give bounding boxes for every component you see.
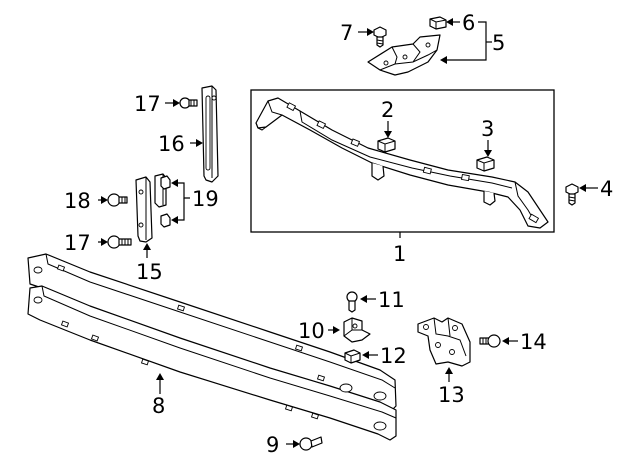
bar-part-8 (27, 253, 397, 441)
beam-part-1 (255, 97, 549, 229)
bolt-part-17-lower (107, 235, 132, 249)
callout-labels: 7 6 5 2 3 4 1 17 16 19 18 17 15 8 9 11 1… (64, 11, 613, 457)
clip-nut-part-12 (344, 349, 361, 364)
callout-17-lower: 17 (64, 231, 91, 255)
clip-nut-part-3 (476, 156, 495, 172)
callout-9: 9 (266, 433, 279, 457)
callout-16: 16 (158, 132, 185, 156)
bolt-part-18 (107, 193, 128, 207)
callout-7: 7 (340, 21, 353, 45)
clip-nut-part-2 (377, 137, 396, 153)
callout-12: 12 (380, 344, 407, 368)
callout-4: 4 (600, 177, 613, 201)
callout-1: 1 (393, 242, 406, 266)
callout-10: 10 (298, 319, 325, 343)
callout-3: 3 (481, 117, 494, 141)
bolt-part-14 (479, 334, 501, 348)
callout-2: 2 (381, 98, 394, 122)
bracket-part-15 (135, 176, 153, 243)
bracket-part-16 (201, 85, 219, 183)
leader-lines (98, 18, 598, 448)
callout-14: 14 (520, 330, 547, 354)
bracket-part-13 (417, 317, 471, 367)
callout-13: 13 (438, 383, 465, 407)
callout-5: 5 (492, 31, 505, 55)
clip-nut-part-6 (429, 16, 447, 30)
bolt-part-4 (565, 183, 579, 206)
nut-part-19-upper (160, 175, 171, 190)
part-1-group-box (250, 89, 555, 233)
callout-11: 11 (378, 288, 405, 312)
bracket-part-10 (343, 317, 371, 343)
nut-part-19-lower (160, 213, 171, 228)
bolt-part-7 (373, 26, 387, 48)
callout-15: 15 (136, 260, 163, 284)
bolt-part-11 (346, 291, 358, 313)
bolt-part-9 (299, 436, 323, 451)
callout-8: 8 (152, 394, 165, 418)
callout-18: 18 (64, 189, 91, 213)
bracket-part-5 (367, 34, 441, 76)
callout-6: 6 (462, 11, 475, 35)
bolt-part-17-upper (179, 97, 198, 109)
callout-17-upper: 17 (134, 92, 161, 116)
callout-19: 19 (192, 187, 219, 211)
